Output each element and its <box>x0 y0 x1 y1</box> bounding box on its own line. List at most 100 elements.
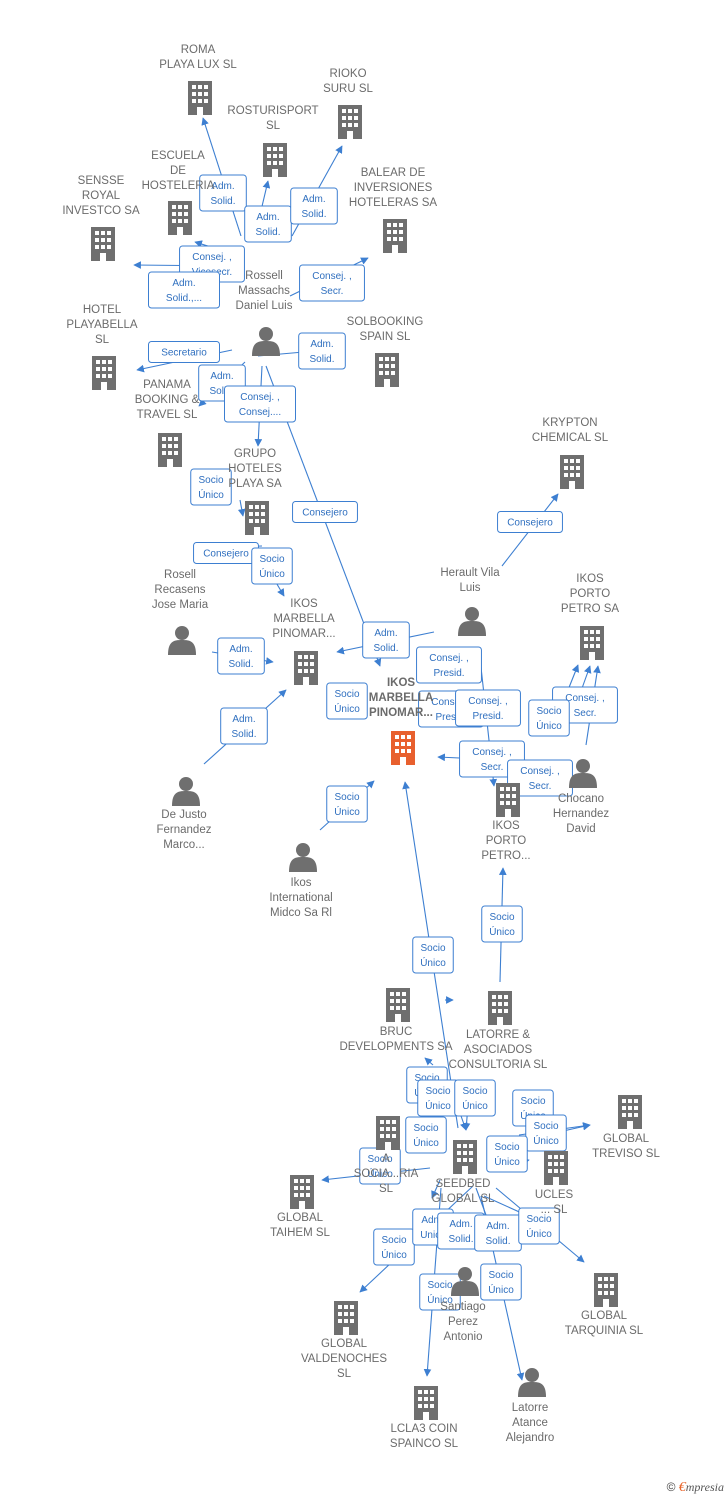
edge-label[interactable]: Consej. ,Consej.... <box>224 385 296 423</box>
node-label: BRUC <box>380 1026 413 1038</box>
edge-label[interactable]: Consejero <box>497 511 563 533</box>
person-icon <box>289 843 317 872</box>
edge-label[interactable]: Consej. ,Presid. <box>455 689 521 727</box>
edge-label[interactable]: Consej. ,Secr. <box>507 759 573 797</box>
edge-label[interactable]: Consejero <box>193 542 259 564</box>
edge-label-text: Consej. , <box>431 697 470 708</box>
edge-label[interactable]: Consejero <box>292 501 358 523</box>
empresia-logo[interactable]: © €mpresia <box>667 1480 724 1496</box>
node-label: Santiago <box>440 1301 485 1313</box>
edge-label[interactable]: Adm.Solid. <box>298 332 346 370</box>
node-ikos-marbella-b[interactable]: IKOSMARBELLAPINOMAR... <box>272 598 336 685</box>
node-label: PORTO <box>486 835 527 847</box>
building-icon <box>338 105 362 139</box>
empresia-wordmark: mpresia <box>685 1480 724 1494</box>
edge-label-text: Consej. , <box>429 653 468 664</box>
edge-label-text: Solid. <box>301 209 326 220</box>
edge-label[interactable]: Adm.Solid. <box>244 205 292 243</box>
node-label: Chocano <box>558 793 604 805</box>
node-label: SEEDBED <box>436 1178 491 1190</box>
edge-label[interactable]: Consej. ,Secr. <box>299 264 365 302</box>
edge-label-text: Único <box>425 1099 451 1112</box>
edge-label-text: Socio <box>462 1086 487 1097</box>
edge-label-text: Adm. <box>302 194 325 205</box>
edge-label[interactable]: Adm.Solid. <box>199 174 247 212</box>
edge-label[interactable]: Adm.Solid.,... <box>148 271 220 309</box>
edge-label-text: Único <box>334 805 360 818</box>
building-icon <box>92 356 116 390</box>
edge-label[interactable]: Adm.Solid. <box>217 637 265 675</box>
node-label: Latorre <box>512 1402 548 1414</box>
edge-label-text: Adm. <box>229 644 252 655</box>
node-ikos-porto-petro-2[interactable]: IKOSPORTOPETRO... <box>481 783 531 862</box>
edge-label[interactable]: Adm. Solid. <box>290 187 338 225</box>
edge-label[interactable]: Adm.Solid. <box>362 621 410 659</box>
node-label: PLAYABELLA <box>66 319 138 331</box>
node-label: GLOBAL <box>581 1310 628 1322</box>
building-icon <box>383 219 407 253</box>
edge-label-text: Consejero <box>507 518 553 529</box>
node-label: Atance <box>512 1417 548 1429</box>
building-icon <box>496 783 520 817</box>
edge-label[interactable]: Secretario <box>148 341 220 363</box>
node-dejusto[interactable]: De JustoFernandezMarco... <box>157 777 212 851</box>
edge-label-text: Adm. <box>449 1219 472 1230</box>
edge-label-box <box>480 1263 522 1301</box>
edge-label-text: Secretario <box>161 348 207 359</box>
node-label: IKOS <box>492 820 520 832</box>
edge-label[interactable]: Consej. ,Presid. <box>416 646 482 684</box>
edge-label-text: Solid. <box>255 227 280 238</box>
node-label: Massachs <box>238 285 290 297</box>
edge-label[interactable]: Adm.Solid. <box>220 707 268 745</box>
edge-label-text: Secr. <box>321 286 344 297</box>
node-ucles[interactable]: UCLES... SL <box>535 1151 574 1216</box>
node-ikos-marbella-center[interactable]: IKOSMARBELLAPINOMAR... <box>369 677 434 765</box>
edge-label[interactable]: Adm.Solid. <box>474 1214 522 1252</box>
